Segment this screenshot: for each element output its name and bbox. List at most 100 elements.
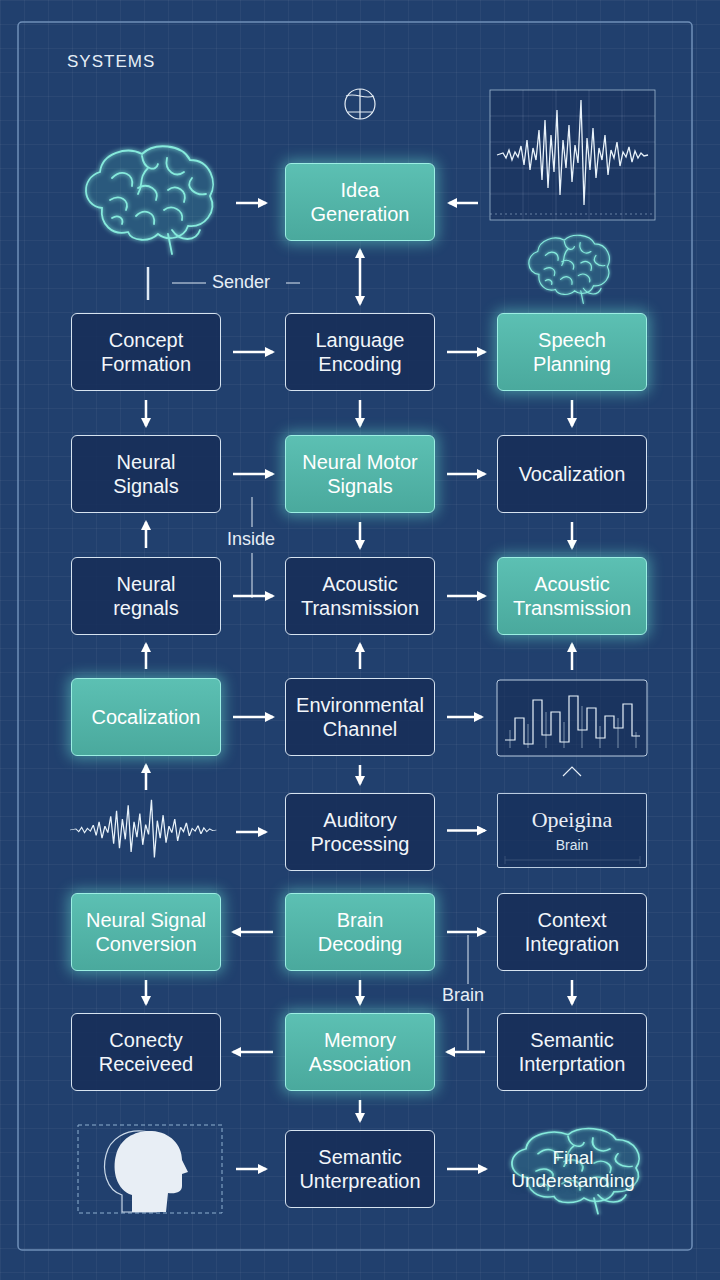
flow-connector bbox=[145, 644, 148, 669]
node-label: Conecty Receiveed bbox=[83, 1028, 209, 1076]
flow-arrow bbox=[236, 831, 266, 834]
flow-connector bbox=[233, 931, 273, 934]
flow-connector bbox=[447, 1051, 485, 1054]
node-label: Neural Signal Conversion bbox=[79, 908, 213, 956]
node-label: Language Encoding bbox=[297, 328, 423, 376]
flow-connector bbox=[447, 931, 485, 934]
head-silhouette bbox=[115, 1131, 188, 1212]
flow-connector bbox=[447, 1168, 486, 1171]
process-box: Language Encoding bbox=[285, 313, 435, 391]
brain-illustration bbox=[529, 235, 609, 303]
highlight-box: Speech Planning bbox=[497, 313, 647, 391]
node-label: Speech Planning bbox=[509, 328, 635, 376]
leader-line bbox=[172, 283, 206, 284]
flow-connector bbox=[571, 400, 574, 426]
node-label: Concept Formation bbox=[83, 328, 209, 376]
flow-arrow bbox=[571, 644, 574, 670]
chart-frame bbox=[497, 680, 647, 756]
chart-line bbox=[505, 696, 640, 744]
highlight-box: Cocalization bbox=[71, 678, 221, 756]
highlight-box: Neural Motor Signals bbox=[285, 435, 435, 513]
brain-node: Final Understanding bbox=[498, 1122, 648, 1217]
flow-arrow bbox=[447, 716, 482, 719]
node-label: Semantic Interprtation bbox=[509, 1028, 635, 1076]
signal-icon bbox=[345, 89, 375, 119]
caret-mark bbox=[563, 767, 581, 776]
waveform-panel bbox=[490, 90, 655, 220]
highlight-box: Acoustic Transmission bbox=[497, 557, 647, 635]
flow-arrow bbox=[236, 202, 266, 205]
process-box: Concept Formation bbox=[71, 313, 221, 391]
process-box: Semantic Interprtation bbox=[497, 1013, 647, 1091]
flow-connector bbox=[359, 644, 362, 669]
leader-line bbox=[252, 553, 253, 598]
highlight-box: Memory Association bbox=[285, 1013, 435, 1091]
node-label: Opeigina bbox=[532, 807, 613, 833]
leader-line bbox=[252, 497, 253, 527]
node-label: Idea Generation bbox=[297, 178, 423, 226]
node-label: Vocalization bbox=[519, 462, 626, 486]
flow-connector bbox=[233, 473, 273, 476]
process-box: Context Integration bbox=[497, 893, 647, 971]
leader-line bbox=[468, 935, 469, 984]
process-box: Environmental Channel bbox=[285, 678, 435, 756]
head-panel bbox=[78, 1125, 222, 1213]
node-label: Neural Motor Signals bbox=[297, 450, 423, 498]
flow-connector bbox=[233, 351, 273, 354]
process-box: Neural regnals bbox=[71, 557, 221, 635]
flow-connector bbox=[447, 595, 485, 598]
group-label: Inside bbox=[227, 529, 275, 550]
flow-connector bbox=[359, 1100, 362, 1121]
process-box: Acoustic Transmission bbox=[285, 557, 435, 635]
node-label: Final Understanding bbox=[510, 1147, 636, 1193]
process-box: Conecty Receiveed bbox=[71, 1013, 221, 1091]
process-box: Vocalization bbox=[497, 435, 647, 513]
flow-connector bbox=[447, 473, 485, 476]
node-label: Memory Association bbox=[297, 1028, 423, 1076]
flow-connector bbox=[233, 716, 273, 719]
flow-connector bbox=[233, 595, 273, 598]
node-label: Acoustic Transmission bbox=[293, 572, 427, 620]
bracket-bar bbox=[147, 267, 150, 300]
waveform-frame bbox=[490, 90, 655, 220]
node-label: Context Integration bbox=[509, 908, 635, 956]
flow-connector bbox=[447, 829, 485, 832]
highlight-box: Neural Signal Conversion bbox=[71, 893, 221, 971]
flow-connector bbox=[145, 400, 148, 426]
highlight-box: Brain Decoding bbox=[285, 893, 435, 971]
chart-bars bbox=[510, 706, 636, 748]
head-frame bbox=[78, 1125, 222, 1213]
group-label: Brain bbox=[442, 985, 484, 1006]
waveform-axis bbox=[490, 214, 655, 215]
process-box: Auditory Processing bbox=[285, 793, 435, 871]
node-label: Neural regnals bbox=[83, 572, 209, 620]
signal-icon-lines bbox=[346, 89, 374, 119]
node-label: Environmental Channel bbox=[289, 693, 431, 741]
chart-panel bbox=[497, 680, 647, 756]
group-label: Sender bbox=[212, 272, 270, 293]
node-label: Neural Signals bbox=[83, 450, 209, 498]
flow-connector bbox=[571, 522, 574, 548]
node-label: Cocalization bbox=[92, 705, 201, 729]
flow-connector bbox=[233, 1051, 273, 1054]
image-frame-box: OpeiginaBrain bbox=[497, 793, 647, 868]
process-box: Semantic Unterpreation bbox=[285, 1130, 435, 1208]
flow-connector bbox=[145, 522, 148, 548]
outer-frame bbox=[18, 22, 692, 1250]
leader-line bbox=[286, 283, 300, 284]
node-sublabel: Brain bbox=[556, 837, 589, 854]
highlight-box: Idea Generation bbox=[285, 163, 435, 241]
flow-connector bbox=[571, 980, 574, 1004]
brain-illustration bbox=[86, 146, 213, 254]
waveform-line bbox=[497, 100, 648, 205]
node-label: Auditory Processing bbox=[297, 808, 423, 856]
flow-connector bbox=[145, 980, 148, 1004]
node-label: Acoustic Transmission bbox=[505, 572, 639, 620]
page-heading: SYSTEMS bbox=[67, 52, 155, 72]
waveform-grid bbox=[490, 90, 655, 220]
flow-connector bbox=[359, 400, 362, 426]
signal-icon-circle bbox=[345, 89, 375, 119]
flow-connector bbox=[359, 250, 362, 304]
